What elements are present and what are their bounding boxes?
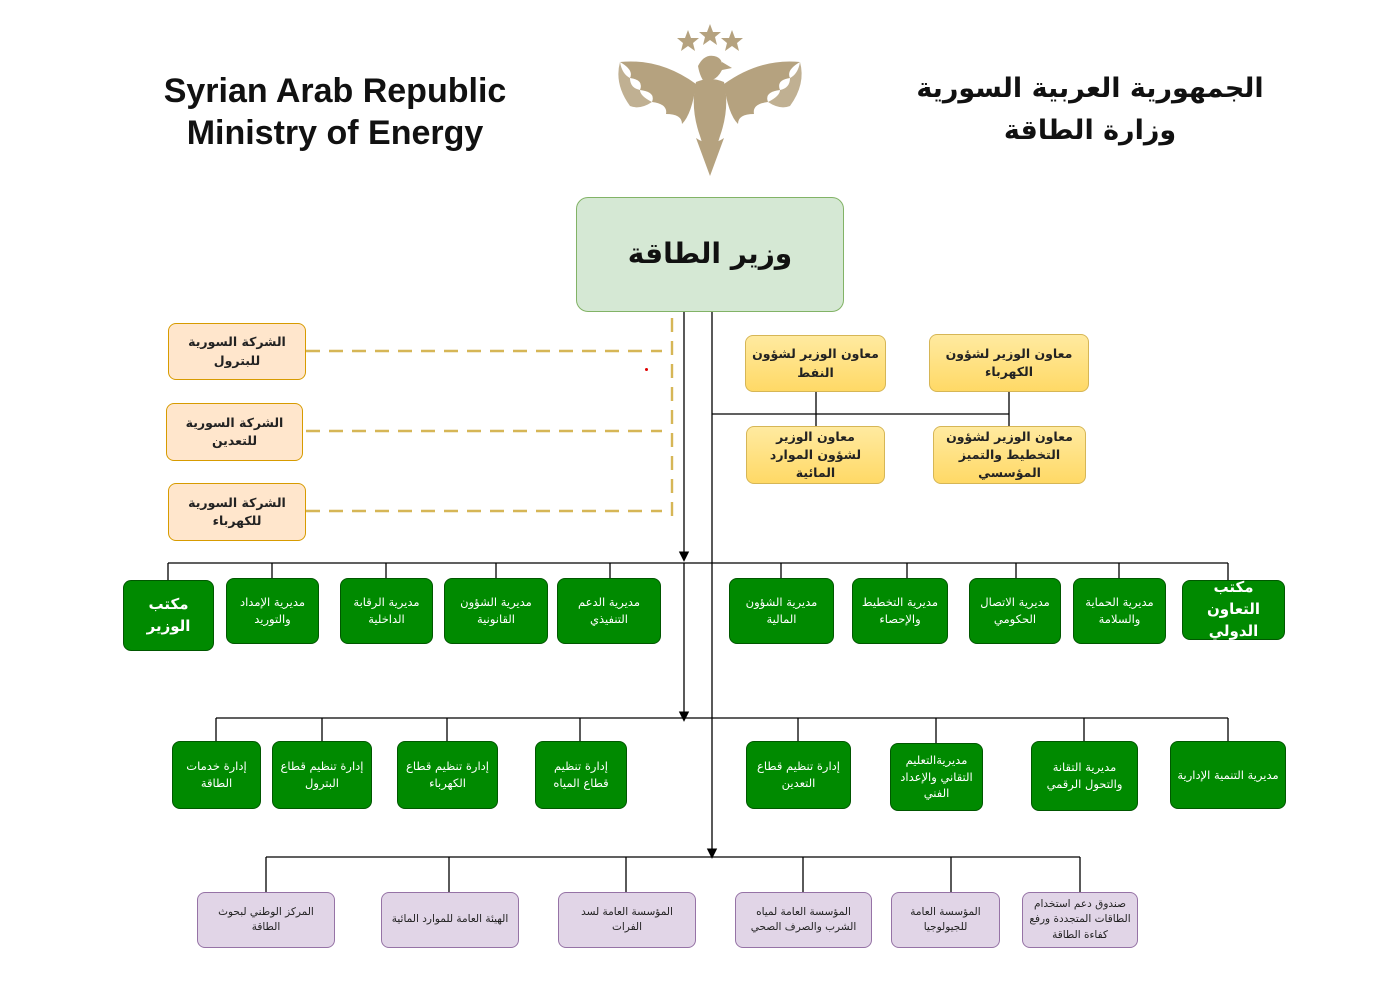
directorate-government-communication[interactable]: مديرية الاتصال الحكومي — [969, 578, 1061, 644]
directorate-label: مكتب الوزير — [146, 594, 191, 635]
directorate-label: مديرية الدعم التنفيذي — [577, 595, 640, 626]
directorate-technical-education[interactable]: مديريةالتعليم التقاني والإعداد الفني — [890, 743, 983, 811]
directorate-label: مديرية الشؤون القانونية — [460, 595, 532, 626]
deputy-label: معاون الوزير لشؤون الكهرباء — [945, 345, 1073, 379]
administration-electricity-regulation[interactable]: إدارة تنظيم قطاع الكهرباء — [397, 741, 498, 809]
administration-label: إدارة خدمات الطاقة — [186, 759, 247, 790]
directorate-financial-affairs[interactable]: مديرية الشؤون المالية — [729, 578, 834, 644]
directorate-international-cooperation[interactable]: مكتب التعاون الدولي — [1182, 578, 1285, 640]
directorate-label: مديرية التخطيط والإحصاء — [861, 595, 939, 626]
entity-geology[interactable]: المؤسسة العامة للجيولوجيا — [891, 892, 1000, 948]
deputy-label: معاون الوزير لشؤون التخطيط والتميز المؤس… — [946, 428, 1073, 481]
header-arabic-country: الجمهورية العربية السورية — [916, 73, 1264, 104]
entity-label: صندوق دعم استخدام الطاقات المتجددة ورفع … — [1029, 898, 1131, 941]
directorate-legal-affairs[interactable]: مديرية الشؤون القانونية — [444, 578, 548, 644]
company-label: الشركة السورية للكهرباء — [188, 494, 286, 528]
red-dot-mark — [645, 368, 648, 371]
company-electricity-box[interactable]: الشركة السورية للكهرباء — [168, 483, 306, 541]
directorate-label: مديرية الشؤون المالية — [745, 595, 818, 626]
directorate-minister-office[interactable]: مكتب الوزير — [123, 580, 214, 651]
directorate-label: مديريةالتعليم التقاني والإعداد الفني — [900, 752, 973, 801]
company-mining-box[interactable]: الشركة السورية للتعدين — [166, 403, 303, 461]
deputy-label: معاون الوزير لشؤون الموارد المائية — [769, 428, 862, 481]
entity-label: المؤسسة العامة للجيولوجيا — [910, 905, 981, 933]
directorate-label: مديرية الرقابة الداخلية — [353, 595, 420, 626]
entity-label: المؤسسة العامة لسد الفرات — [581, 905, 673, 933]
directorate-label: مديرية الإمداد والتوريد — [239, 595, 306, 626]
administration-label: إدارة تنظيم قطاع البترول — [280, 759, 364, 790]
deputy-oil-box[interactable]: معاون الوزير لشؤون النفط — [745, 335, 886, 392]
administration-energy-services[interactable]: إدارة خدمات الطاقة — [172, 741, 261, 809]
directorate-administrative-development[interactable]: مديرية التنمية الإدارية — [1170, 741, 1286, 809]
deputy-label: معاون الوزير لشؤون النفط — [752, 346, 879, 380]
header-english-country: Syrian Arab Republic — [163, 72, 507, 110]
administration-mining-regulation[interactable]: إدارة تنظيم قطاع التعدين — [746, 741, 851, 809]
directorate-executive-support[interactable]: مديرية الدعم التنفيذي — [557, 578, 661, 644]
directorate-supply[interactable]: مديرية الإمداد والتوريد — [226, 578, 319, 644]
entity-label: المركز الوطني لبحوث الطاقة — [218, 905, 314, 933]
entity-renewable-energy-fund[interactable]: صندوق دعم استخدام الطاقات المتجددة ورفع … — [1022, 892, 1138, 948]
directorate-digital-transformation[interactable]: مديرية التقانة والتحول الرقمي — [1031, 741, 1138, 811]
entity-label: الهيئة العامة للموارد المائية — [391, 913, 509, 926]
entity-energy-research-center[interactable]: المركز الوطني لبحوث الطاقة — [197, 892, 335, 948]
directorate-label: مديرية الحماية والسلامة — [1085, 595, 1154, 626]
header-english: Syrian Arab Republic Ministry of Energy — [150, 70, 520, 154]
minister-label: وزير الطاقة — [627, 237, 793, 271]
syrian-eagle-emblem-icon — [618, 24, 802, 176]
directorate-planning-statistics[interactable]: مديرية التخطيط والإحصاء — [852, 578, 948, 644]
header-arabic-ministry: وزارة الطاقة — [1003, 115, 1177, 146]
administration-label: إدارة تنظيم قطاع التعدين — [757, 759, 840, 790]
header-arabic: الجمهورية العربية السورية وزارة الطاقة — [890, 68, 1290, 152]
company-label: الشركة السورية للتعدين — [185, 414, 284, 448]
company-petroleum-box[interactable]: الشركة السورية للبترول — [168, 323, 306, 380]
company-label: الشركة السورية للبترول — [188, 334, 286, 368]
minister-box[interactable]: وزير الطاقة — [576, 197, 844, 312]
administration-petroleum-regulation[interactable]: إدارة تنظيم قطاع البترول — [272, 741, 372, 809]
directorate-label: مديرية التقانة والتحول الرقمي — [1046, 760, 1123, 791]
directorate-label: مديرية التنمية الإدارية — [1177, 767, 1279, 782]
administration-label: إدارة تنظيم قطاع الكهرباء — [406, 759, 489, 790]
header-english-ministry: Ministry of Energy — [186, 114, 484, 152]
entity-water-resources-authority[interactable]: الهيئة العامة للموارد المائية — [381, 892, 519, 948]
administration-label: إدارة تنظيم قطاع المياه — [553, 759, 609, 790]
directorate-protection-safety[interactable]: مديرية الحماية والسلامة — [1073, 578, 1166, 644]
deputy-planning-box[interactable]: معاون الوزير لشؤون التخطيط والتميز المؤس… — [933, 426, 1086, 484]
directorate-internal-control[interactable]: مديرية الرقابة الداخلية — [340, 578, 433, 644]
entity-drinking-water-sanitation[interactable]: المؤسسة العامة لمياه الشرب والصرف الصحي — [735, 892, 872, 948]
directorate-label: مديرية الاتصال الحكومي — [980, 595, 1050, 626]
entity-euphrates-dam[interactable]: المؤسسة العامة لسد الفرات — [558, 892, 696, 948]
entity-label: المؤسسة العامة لمياه الشرب والصرف الصحي — [750, 905, 857, 933]
deputy-electricity-box[interactable]: معاون الوزير لشؤون الكهرباء — [929, 334, 1089, 392]
directorate-label: مكتب التعاون الدولي — [1206, 578, 1261, 640]
administration-water-regulation[interactable]: إدارة تنظيم قطاع المياه — [535, 741, 627, 809]
deputy-water-box[interactable]: معاون الوزير لشؤون الموارد المائية — [746, 426, 885, 484]
